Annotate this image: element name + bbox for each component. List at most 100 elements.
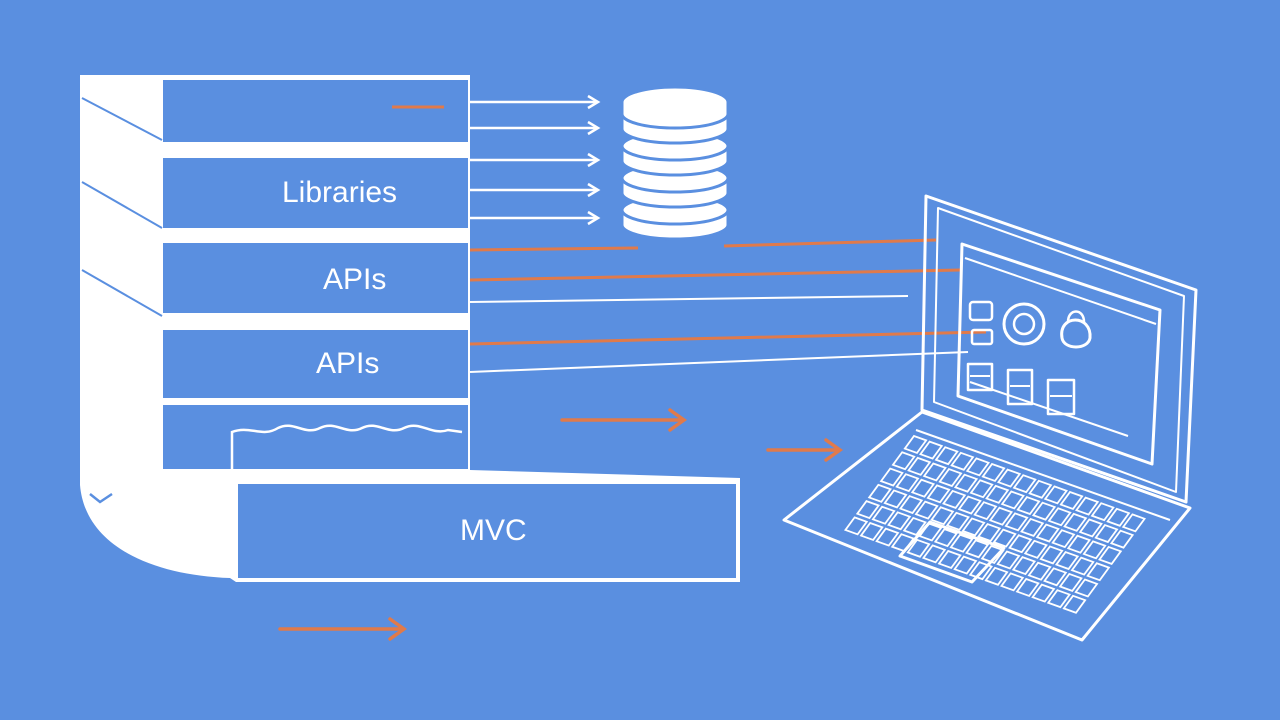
keyboard-key (867, 483, 892, 503)
keyboard-key (883, 489, 908, 509)
layer-mvc: MVC (238, 484, 736, 578)
keyboard-key (984, 566, 1009, 586)
keyboard-key (887, 511, 912, 531)
keyboard-key (1058, 572, 1083, 592)
layer-apis-2: APIs (163, 330, 468, 398)
keyboard-key (1094, 524, 1119, 544)
keyboard-key (950, 451, 975, 471)
keyboard-key (999, 572, 1025, 592)
keyboard-key (1015, 577, 1040, 598)
connector-lines (469, 238, 987, 373)
keyboard-key (910, 478, 936, 498)
keyboard-key (1106, 507, 1131, 527)
keyboard-key (945, 511, 970, 531)
keyboard-key (996, 468, 1022, 488)
keyboard-key (1004, 512, 1029, 532)
keyboard-key (1008, 534, 1033, 554)
keyboard-key (843, 516, 869, 536)
keyboard-key (938, 468, 963, 488)
keyboard-key (871, 505, 896, 525)
keyboard-key (902, 516, 927, 536)
keyboard-key (1066, 534, 1092, 554)
layer-apis-1: APIs (163, 243, 468, 313)
keyboard-key (1023, 539, 1048, 559)
keyboard-key (1031, 501, 1057, 521)
keyboard-key (890, 533, 916, 553)
keyboard-key (903, 434, 928, 455)
keyboard-key (1082, 540, 1107, 560)
database-icon (620, 85, 730, 241)
keyboard-key (1046, 589, 1072, 609)
keyboard-key (906, 538, 931, 558)
keyboard-key (934, 446, 959, 466)
lock-icon (1060, 318, 1092, 349)
db-arrows (470, 94, 601, 226)
keyboard-key (933, 528, 959, 548)
keyboard-key (914, 500, 939, 520)
gear-icon (1002, 302, 1046, 346)
keyboard-key (891, 451, 916, 471)
layer-label-apis-1: APIs (323, 263, 386, 296)
keyboard-key (981, 462, 1006, 483)
keyboard-key (1078, 518, 1103, 538)
layer-libraries: Libraries (163, 158, 468, 228)
keyboard-key (937, 549, 962, 570)
layer-squiggle (163, 405, 468, 470)
keyboard-key (1012, 474, 1037, 494)
layer-top (163, 80, 468, 142)
keyboard-key (949, 533, 974, 553)
keyboard-key (973, 501, 998, 521)
keyboard-key (1074, 578, 1099, 598)
keyboard-key (1020, 517, 1045, 537)
keyboard-key (859, 521, 884, 542)
keyboard-key (953, 555, 978, 575)
keyboard-key (895, 473, 920, 493)
keyboard-key (855, 500, 881, 520)
keyboard-key (1035, 523, 1060, 543)
keyboard-key (1059, 490, 1084, 511)
keyboard-key (1031, 583, 1056, 603)
keyboard-key (926, 484, 951, 504)
orange-arrows (278, 408, 844, 641)
keyboard-key (879, 467, 904, 487)
keyboard-key (968, 561, 994, 581)
keyboard-key (965, 539, 990, 559)
keyboard-key (957, 495, 982, 515)
keyboard-key (1000, 490, 1025, 510)
body-mark (89, 492, 113, 504)
keyboard-key (1043, 567, 1068, 587)
keyboard-key (918, 522, 943, 542)
keyboard-key (1028, 479, 1053, 499)
keyboard-key (918, 440, 944, 460)
keyboard-key (1070, 556, 1095, 576)
layer-label-apis-2: APIs (316, 347, 379, 380)
keyboard-key (907, 456, 932, 476)
keyboard-key (1047, 507, 1072, 527)
keyboard-key (1043, 485, 1069, 505)
layer-label-mvc: MVC (460, 514, 527, 547)
keyboard-key (1086, 562, 1111, 582)
keyboard-key (922, 462, 947, 482)
keyboard-key (1054, 550, 1080, 571)
keyboard-key (1121, 513, 1147, 533)
keyboard-key (898, 494, 924, 515)
keyboard-key (1090, 502, 1115, 522)
keyboard-key (953, 473, 979, 493)
keyboard-key (1098, 545, 1123, 565)
keyboard-key (1063, 512, 1088, 532)
keyboard-key (1011, 556, 1037, 576)
keyboard-key (996, 550, 1021, 570)
keyboard-key (976, 522, 1002, 543)
keyboard-key (930, 506, 955, 526)
keyboard-key (1062, 594, 1087, 614)
keyboard-key (965, 457, 991, 477)
keyboard-key (980, 544, 1005, 564)
keyboard-key (921, 544, 947, 564)
keyboard-key (988, 506, 1014, 526)
layer-label-libraries: Libraries (282, 176, 397, 209)
keyboard-key (1027, 561, 1052, 581)
keyboard-key (1109, 529, 1135, 549)
keyboard-key (942, 489, 967, 509)
keyboard-key (1074, 496, 1100, 516)
